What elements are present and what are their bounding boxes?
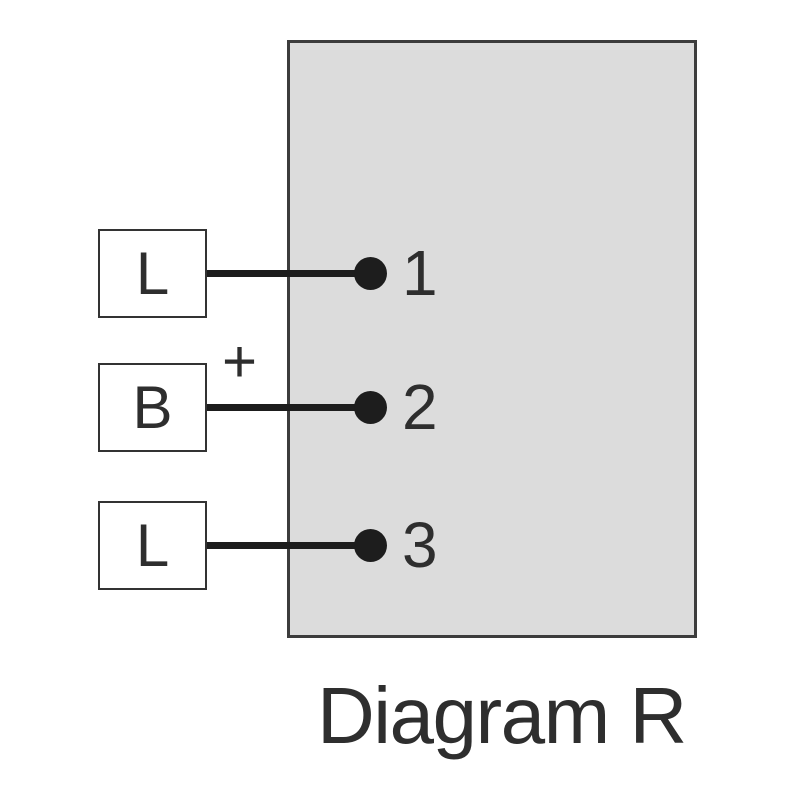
- wire-label: B: [132, 373, 173, 441]
- terminal-dot: [354, 391, 387, 424]
- wire: [207, 542, 371, 549]
- terminal-row: B 2: [98, 363, 558, 452]
- terminal-number: 3: [402, 509, 438, 581]
- terminal-row: L 1: [98, 229, 558, 318]
- terminal-dot: [354, 529, 387, 562]
- diagram-caption: Diagram R: [317, 671, 687, 760]
- wire-label: L: [135, 511, 170, 579]
- polarity-plus-sign: +: [222, 328, 258, 395]
- terminal-number: 2: [402, 371, 438, 443]
- wire: [207, 404, 371, 411]
- wire-label-box: B: [98, 363, 207, 452]
- terminal-row: L 3: [98, 501, 558, 590]
- wire-label-box: L: [98, 501, 207, 590]
- terminal-number: 1: [402, 237, 438, 309]
- wire-label: L: [135, 239, 170, 307]
- terminal-dot: [354, 257, 387, 290]
- wire-label-box: L: [98, 229, 207, 318]
- wire: [207, 270, 371, 277]
